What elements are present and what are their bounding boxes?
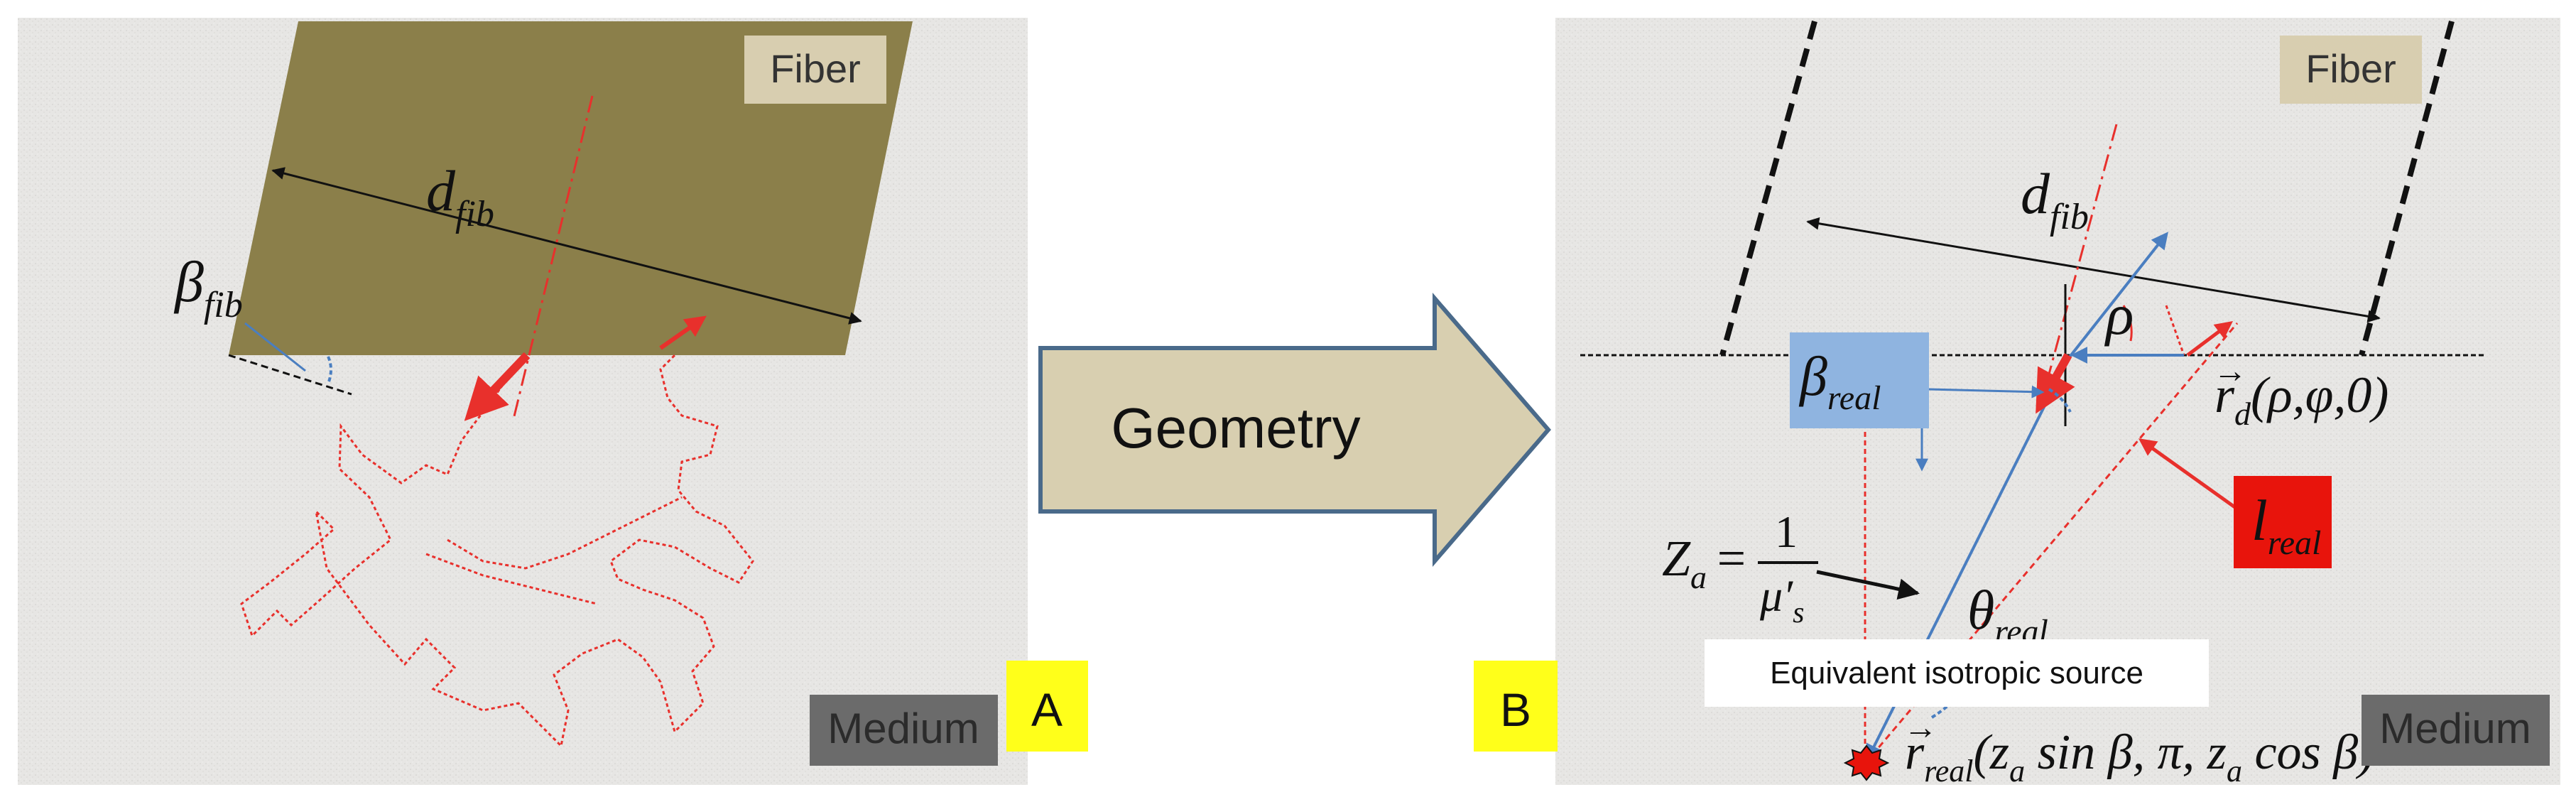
panel-b-caption-box bbox=[1705, 639, 2209, 707]
panel-b-za-lhs: Za= bbox=[1662, 530, 1749, 595]
panel-a-photon-path bbox=[240, 354, 754, 749]
panel-b-l-real-box bbox=[2234, 476, 2332, 568]
panel-a-reference-line bbox=[228, 354, 352, 396]
panel-b-letter-box bbox=[1474, 661, 1558, 752]
panel-a-angle-arc bbox=[327, 356, 332, 384]
panel-b-za-denominator: μ′s bbox=[1759, 570, 1804, 629]
panel-b-rreal-arrow-mark: → bbox=[1903, 709, 1938, 747]
panel-b-l-real-label: lreal bbox=[2251, 488, 2321, 562]
panel-a-fiber-label-box bbox=[744, 36, 886, 104]
panel-b-detection-arrow bbox=[2186, 321, 2233, 357]
panel-b-diameter-label: dfib bbox=[2021, 161, 2089, 237]
panel-b-blue-ray-out bbox=[2067, 232, 2168, 360]
panel-b-medium-label: Medium bbox=[2379, 705, 2531, 752]
panel-b-beta-arc-top bbox=[2048, 388, 2072, 413]
panel-a-medium-label-box bbox=[810, 695, 998, 766]
panel-b: Fiber dfib βreal bbox=[1474, 18, 2560, 788]
panel-a-angle-label: βfib bbox=[173, 249, 243, 325]
panel-b-beta-real-box bbox=[1790, 332, 1929, 428]
panel-b-rd-label: rd(ρ,φ,0) bbox=[2214, 367, 2388, 432]
panel-a-medium-label: Medium bbox=[827, 705, 979, 752]
panel-b-medium-label-box bbox=[2362, 695, 2550, 766]
panel-b-beta-pointer-right bbox=[1928, 385, 2045, 398]
panel-a-diameter-label: dfib bbox=[426, 158, 494, 234]
panel-b-fiber-label-box bbox=[2280, 36, 2422, 104]
panel-b-caption: Equivalent isotropic source bbox=[1770, 656, 2143, 690]
panel-b-za-numerator: 1 bbox=[1775, 506, 1798, 557]
panel-a-fiber-axis bbox=[512, 95, 594, 420]
panel-b-rho-label: ρ bbox=[2104, 282, 2134, 347]
panel-a-fiber-label: Fiber bbox=[770, 46, 861, 91]
panel-b-fiber-axis bbox=[2044, 124, 2118, 388]
geometry-arrow: Geometry bbox=[1038, 292, 1551, 568]
panel-b-rho-dashed bbox=[2165, 305, 2185, 356]
panel-a-diameter-arrow bbox=[271, 167, 862, 325]
panel-a-angle-pointer bbox=[244, 322, 306, 372]
panel-b-rd-arrow-mark: → bbox=[2213, 352, 2247, 390]
panel-a-incident-arrow bbox=[464, 352, 531, 421]
panel-b-za-pointer bbox=[1816, 570, 1920, 600]
panel-b-beta-real-label: βreal bbox=[1798, 345, 1881, 417]
panel-b-incident-arrow bbox=[2036, 353, 2075, 414]
panel-b-l-real-pointer bbox=[2138, 438, 2242, 514]
panel-a-exit-arrow bbox=[659, 315, 707, 350]
panel-a: Fiber dfib βfib Medium A bbox=[18, 18, 1088, 785]
geometry-arrow-label: Geometry bbox=[1111, 396, 1360, 460]
panel-b-source-marker bbox=[1843, 744, 1890, 781]
panel-a-letter-box bbox=[1006, 661, 1088, 752]
panel-b-diameter-arrow bbox=[1806, 217, 2381, 323]
geometry-arrow-shape bbox=[1038, 292, 1551, 568]
panel-b-letter: B bbox=[1500, 683, 1531, 736]
panel-a-photon-path-2 bbox=[425, 496, 683, 605]
panel-b-rreal-label: rreal(za sin β, π, za cos β) bbox=[1905, 725, 2374, 788]
panel-b-rho-arc bbox=[2122, 305, 2133, 342]
panel-b-fiber-left-edge bbox=[1719, 20, 1817, 357]
panel-a-letter: A bbox=[1031, 683, 1063, 736]
panel-b-fiber-label: Fiber bbox=[2305, 46, 2396, 91]
